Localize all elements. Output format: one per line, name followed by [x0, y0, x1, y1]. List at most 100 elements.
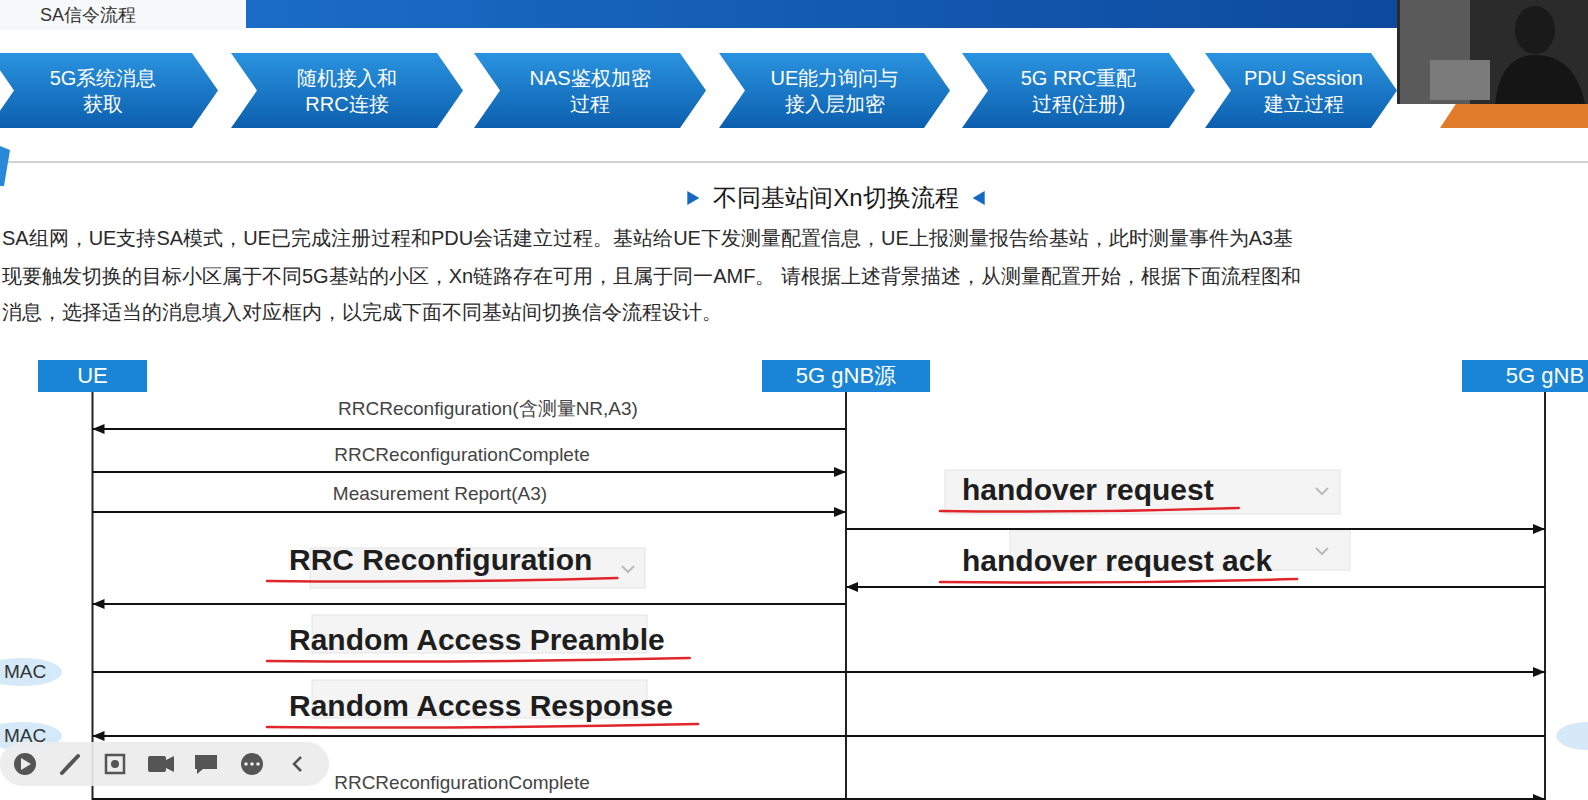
message-name: RRCReconfigurationComplete — [334, 444, 590, 466]
message-name: RRCReconfiguration(含测量NR,A3) — [338, 398, 638, 420]
label-wrap: SA信令流程 — [40, 3, 136, 27]
chevron-shape — [231, 53, 463, 128]
answer-text: handover request ack — [962, 543, 1272, 579]
answer-text: Random Access Preamble — [289, 622, 665, 658]
answer-text: Random Access Response — [289, 688, 673, 724]
lifeline — [845, 392, 847, 800]
chevron-shape — [0, 53, 218, 128]
dropdown-placeholder — [945, 470, 1340, 514]
dropdown-caret — [622, 566, 634, 572]
mac-bubble — [0, 658, 62, 686]
chevron-shape — [474, 53, 706, 128]
red-underline — [267, 724, 698, 728]
layer-tag: MAC — [4, 661, 46, 683]
lifeline — [92, 392, 94, 800]
task-text: SA组网，UE支持SA模式，UE已完成注册过程和PDU会话建立过程。基站给UE下… — [2, 225, 1293, 252]
title-tab — [0, 0, 246, 30]
message-name: Measurement Report(A3) — [333, 483, 547, 505]
more-icon — [256, 762, 260, 766]
red-underline — [267, 658, 690, 662]
red-underline — [267, 578, 617, 582]
signal-message — [93, 735, 1546, 737]
lifeline-header: UE — [38, 360, 147, 392]
label-wrap: MAC — [4, 725, 46, 747]
lifeline — [1544, 392, 1546, 800]
message-label-wrap: RRCReconfiguration(含测量NR,A3) — [338, 398, 638, 420]
process-chevron: UE能力询问与 接入层加密 — [719, 53, 950, 128]
signal-message — [93, 511, 847, 513]
collapse-icon — [294, 757, 301, 771]
step-name: 5G系统消息 获取 — [47, 65, 159, 117]
chevron-shape — [719, 53, 950, 128]
play-icon — [14, 753, 36, 775]
heading: 不同基站间Xn切换流程 — [713, 182, 958, 214]
label-wrap: 现要触发切换的目标小区属于不同5G基站的小区，Xn链路存在可用，且属于同一AMF… — [2, 263, 1301, 290]
step-name: NAS鉴权加密 过程 — [524, 65, 656, 117]
message-name: RRCReconfigurationComplete — [334, 772, 590, 794]
step-name: UE能力询问与 接入层加密 — [766, 65, 903, 117]
chevron-shape — [231, 53, 463, 128]
task-text: 消息，选择适当的消息填入对应框内，以完成下面不同基站间切换信令流程设计。 — [2, 299, 722, 326]
message-label-wrap: RRC Reconfiguration — [289, 542, 592, 578]
process-chevron: 随机接入和 RRC连接 — [231, 53, 463, 128]
message-label-wrap: Measurement Report(A3) — [333, 483, 547, 505]
signal-message — [93, 603, 847, 605]
edge-icon — [0, 146, 10, 186]
more-icon — [244, 762, 248, 766]
process-chevron: NAS鉴权加密 过程 — [474, 53, 706, 128]
webcam-desk — [1430, 60, 1490, 100]
task-text: 现要触发切换的目标小区属于不同5G基站的小区，Xn链路存在可用，且属于同一AMF… — [2, 263, 1301, 290]
webcam-frame — [1397, 0, 1588, 104]
red-underline — [940, 508, 1239, 512]
label-wrap: MAC — [4, 661, 46, 683]
separator — [0, 161, 1588, 163]
webcam-body — [1495, 55, 1585, 104]
process-chevron: 5G RRC重配 过程(注册) — [962, 53, 1195, 128]
message-label-wrap: RRCReconfigurationComplete — [334, 444, 590, 466]
message-label-wrap: Random Access Preamble — [289, 622, 665, 658]
dropdown-caret — [1316, 548, 1328, 554]
step-name: 随机接入和 RRC连接 — [291, 65, 403, 117]
label-wrap: 消息，选择适当的消息填入对应框内，以完成下面不同基站间切换信令流程设计。 — [2, 299, 722, 326]
answer-text: handover request — [962, 472, 1214, 508]
heading-marker — [973, 191, 985, 205]
capture-icon — [111, 760, 119, 768]
signal-message — [93, 798, 1546, 800]
answer-text: RRC Reconfiguration — [289, 542, 592, 578]
process-chevron: PDU Session 建立过程 — [1205, 53, 1402, 128]
process-chevron: 5G系统消息 获取 — [0, 53, 218, 128]
camera-icon — [148, 756, 166, 772]
top-banner — [246, 0, 1397, 28]
chevron-shape — [719, 53, 950, 128]
heading-marker — [687, 191, 699, 205]
capture-icon — [106, 755, 124, 773]
label-wrap: SA组网，UE支持SA模式，UE已完成注册过程和PDU会话建立过程。基站给UE下… — [2, 225, 1293, 252]
webcam-head — [1515, 6, 1555, 54]
message-label-wrap: Random Access Response — [289, 688, 673, 724]
pencil-icon — [62, 756, 78, 773]
mac-bubble — [1556, 722, 1588, 750]
signal-message — [93, 428, 847, 430]
entity-name: UE — [77, 363, 108, 389]
signal-message — [93, 671, 1546, 673]
entity-name: 5G gNB源 — [796, 363, 896, 389]
message-label-wrap: RRCReconfigurationComplete — [334, 772, 590, 794]
chat-icon — [195, 755, 217, 774]
signal-message — [846, 586, 1545, 588]
webcam-picture — [1397, 0, 1588, 104]
step-name: 5G RRC重配 过程(注册) — [1018, 65, 1140, 117]
chevron-shape — [1205, 53, 1397, 128]
chevron-shape — [1205, 53, 1397, 128]
more-icon — [250, 762, 254, 766]
more-icon — [241, 753, 263, 775]
signal-message — [93, 471, 847, 473]
lifeline-header: 5G gNB — [1462, 360, 1588, 392]
toolbar-ground — [0, 742, 329, 786]
chevron-shape — [0, 53, 218, 128]
message-label-wrap: handover request ack — [962, 543, 1272, 579]
page-title: SA信令流程 — [40, 3, 136, 27]
chevron-shape — [962, 53, 1195, 128]
chevron-shape — [962, 53, 1195, 128]
camera-icon — [166, 756, 174, 772]
